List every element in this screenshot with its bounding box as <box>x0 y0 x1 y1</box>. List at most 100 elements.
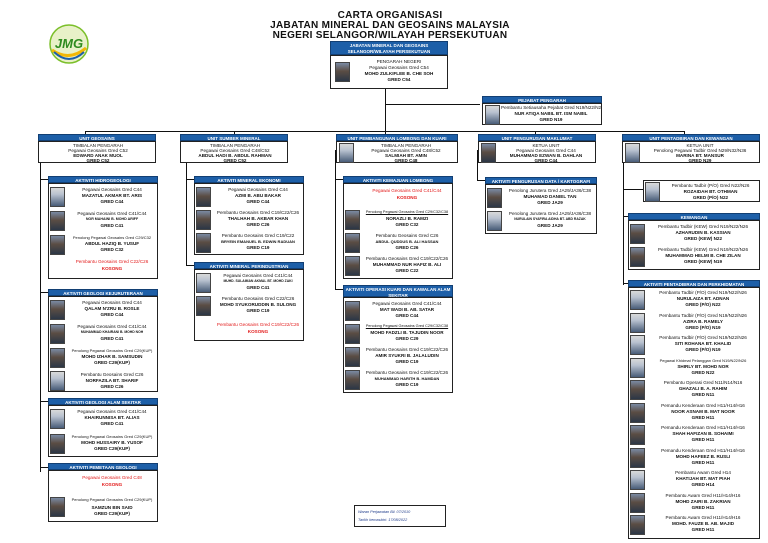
alam-photo-2 <box>50 434 65 454</box>
unit-pentadbiran-card: KETUA UNIT Penolong Pegawai Tadbir Gred … <box>622 141 760 163</box>
kemajuan-header: AKTIVITI KEMAJUAN LOMBONG <box>343 176 453 183</box>
eko-photo-1 <box>196 187 211 207</box>
alam-2-g: GRED C29(KUP) <box>94 446 130 451</box>
staff-photo <box>630 470 645 490</box>
hidro-3-name: ABDUL HAZIQ B. YUSUF <box>84 241 140 246</box>
kej-2-grade: Pegawai Geosains Gred C41/C44 <box>77 324 147 329</box>
staff-name: MOHD. FAUZE B. AB. MAJID <box>671 521 735 526</box>
staff-grade: Pembantu Awam Gred H11/H14/H16 <box>665 515 741 520</box>
staff-g: GRED H11 <box>691 414 715 420</box>
staff-g: GRED (P/O) N19 <box>685 347 721 352</box>
operasi-photo-4 <box>345 370 360 390</box>
pemetaan-2-grade: Penolong Pegawai Geosains Gred C29(KUP) <box>71 497 153 502</box>
hidro-3-grade: Penolong Pegawai Geosains Gred C29/C32 <box>72 235 152 240</box>
tadbir-top-card: Pembantu Tadbir (P/O) Gred N22/N26 ROZAI… <box>643 180 760 202</box>
pemetaan-header: AKTIVITI PEMETAAN GEOLOGI <box>48 463 158 470</box>
pengurusan-data-card: Penolong Jurutera Gred JA29/JA36/C38 MUH… <box>485 184 597 234</box>
lombong-name: SALMIAH BT. AMIN <box>385 153 427 158</box>
maklumat-name: MUHAMMAD EZWAN B. DAHLAN <box>509 153 583 158</box>
staff-photo <box>630 492 645 513</box>
top-grade: Pegawai Geosains Gred C54 <box>369 65 429 70</box>
lombong-name-grade: GRED C48 <box>394 158 418 163</box>
staff-name: GHAZALI B. A. RAHIM <box>678 386 728 391</box>
operasi-2-grade: Penolong Pegawai Geosains Gred C29/C32/C… <box>365 324 449 328</box>
pemetaan-2-name: SAMZUN BIN SAID <box>91 505 133 510</box>
staff-g: GRED H11 <box>691 527 715 532</box>
list-item: Pembantu Awam Gred H11/H14/H16 MOHD ZAIR… <box>629 492 761 515</box>
eko-2-name: THALHAH B. AKBAR KHAN <box>227 216 289 221</box>
staff-grade: Pemandu Kenderaan Gred H11/H14/H16 <box>661 402 745 408</box>
list-item: Pemandu Kenderaan Gred H11/H14/H16 SHAH … <box>629 425 761 447</box>
kemajuan-4-grade: Pembantu Geosains Gred C19/C22/C26 <box>365 256 449 261</box>
data-2-name: NURULAIN SYAFIRA AIDHA BT. ABD RAZAK <box>514 217 586 221</box>
staff-photo <box>630 357 645 378</box>
data-photo-2 <box>487 211 502 231</box>
top-name: MOHD ZULKIFLEE B. CHE SOH <box>364 71 434 76</box>
operasi-4-g: GRED C19 <box>395 382 419 387</box>
staff-photo <box>630 447 645 468</box>
staff-name: MOHD HAFEEZ B. RUSLI <box>675 453 731 459</box>
operasi-photo-1 <box>345 301 360 321</box>
list-item: Pembantu Operasi Gred N11/N14/N16 GHAZAL… <box>629 380 761 402</box>
staff-grade: Pegawai Khidmat Pelanggan Gred N19/N22/N… <box>659 357 747 363</box>
staff-name: NURULAIZA BT. ADNAN <box>676 296 730 301</box>
operasi-1-grade: Pegawai Geosains Gred C41/C44 <box>372 301 442 306</box>
perind-1-g: GRED C41 <box>246 285 270 290</box>
hidro-4-name: KOSONG <box>101 266 123 271</box>
eko-photo-3 <box>196 233 211 253</box>
lombong-role: TIMBALAN PENGARAH <box>380 143 432 148</box>
list-item: Pemandu Kenderaan Gred H11/H14/H16 NOOR … <box>629 402 761 425</box>
office-role: Pembantu Setiausaha Pejabat Gred N19/N22… <box>501 105 601 110</box>
maklumat-grade: Pegawai Geosains Gred C44 <box>516 148 576 153</box>
mineral-role: TIMBALAN PENGARAH <box>209 143 261 148</box>
perindustrian-card: Pegawai Geosains Gred C41/C44 MUHD. SULA… <box>194 269 304 341</box>
perind-photo-2 <box>196 296 211 316</box>
operasi-1-name: MAT WADI B. AB. SATAR <box>379 307 435 312</box>
staff-name: SHIRLY BT. MOHD NOR <box>677 363 729 369</box>
top-role: PENGARAH NEGERI <box>376 59 422 64</box>
alam-2-name: MOHD HUSSAIRY B. YUSOF <box>81 440 143 445</box>
tadbir-top-photo <box>645 182 660 202</box>
list-item: Pembantu Awam Gred H11/H14/H16 MOHD. FAU… <box>629 515 761 537</box>
hidro-2-g: GRED C41 <box>100 223 124 228</box>
staff-grade: Pembantu Awam Gred H11/H14/H16 <box>665 492 741 498</box>
geosains-name-grade: GRED C52 <box>86 158 110 163</box>
kemajuan-3-name: ABDUL QUDDUS B. ALI HASSAN <box>375 239 439 244</box>
staff-g: GRED N22 <box>691 369 715 375</box>
staff-grade: Pembantu Awam Gred H14 <box>675 470 731 475</box>
footer-note: Waran Perjawatan Bil. 07/2010 Tarikh kem… <box>354 505 446 527</box>
tadbir-top-g: GRED (P/O) N22 <box>692 195 729 200</box>
maklumat-role: KETUA UNIT <box>532 143 560 148</box>
eko-1-g: GRED C44 <box>246 199 270 204</box>
kej-1-name: QALAM N'ZRU B. ROSLE <box>84 306 140 311</box>
list-item: Pembantu Tadbir (P/O) Gred N19/N22/N26 A… <box>629 312 761 335</box>
kemajuan-card: Pegawai Geosains Gred C41/C44 KOSONG Pen… <box>343 183 453 279</box>
operasi-3-g: GRED C19 <box>395 359 419 364</box>
kej-1-g: GRED C44 <box>100 312 124 317</box>
list-item: Pembantu Awam Gred H14 KHATIJAH BT. MAT … <box>629 470 761 492</box>
kej-3-g: GRED C29(KUP) <box>94 360 130 365</box>
kemajuan-1-grade: Pegawai Geosains Gred C41/C44 <box>372 188 442 193</box>
alam-photo-1 <box>50 409 65 429</box>
eko-photo-2 <box>196 210 211 230</box>
geosains-grade: Pegawai Geosains Gred C52 <box>68 148 128 153</box>
unit-geosains-header: UNIT GEOSAINS <box>38 134 156 141</box>
staff-grade: Pemandu Kenderaan Gred H11/H14/H16 <box>661 425 745 430</box>
alam-1-name: KHAIRUNNISA BT. ALIAS <box>84 415 140 420</box>
top-name-grade: GRED C54 <box>387 77 411 82</box>
geosains-name: EDWARD ANAK MUOL <box>73 153 123 158</box>
kemajuan-4-name: MUHAMMAD NUR HAFIZ B. ALI <box>372 262 442 267</box>
perind-2-grade: Pembantu Geosains Gred C22/C26 <box>221 296 295 301</box>
alam-1-grade: Pegawai Geosains Gred C41/C44 <box>77 409 147 414</box>
staff-grade: Pembantu Tadbir (P/O) Gred N19/N22/N26 <box>659 335 747 340</box>
operasi-4-name: MUHAMMAD HARITH B. HAMDAN <box>374 376 440 381</box>
pemetaan-photo-2 <box>50 497 65 517</box>
hidro-2-grade: Pegawai Geosains Gred C41/C44 <box>77 211 147 216</box>
mineral-grade: Pegawai Geosains Gred C48/C52 <box>200 148 270 153</box>
perind-1-grade: Pegawai Geosains Gred C41/C44 <box>223 273 293 278</box>
unit-mineral-header: UNIT SUMBER MINERAL <box>180 134 288 141</box>
unit-maklumat-card: KETUA UNIT Pegawai Geosains Gred C44 MUH… <box>478 141 596 163</box>
kewangan-header: KEWANGAN <box>628 213 760 220</box>
perind-2-g: GRED C19 <box>246 308 270 313</box>
kemajuan-photo-4 <box>345 256 360 276</box>
